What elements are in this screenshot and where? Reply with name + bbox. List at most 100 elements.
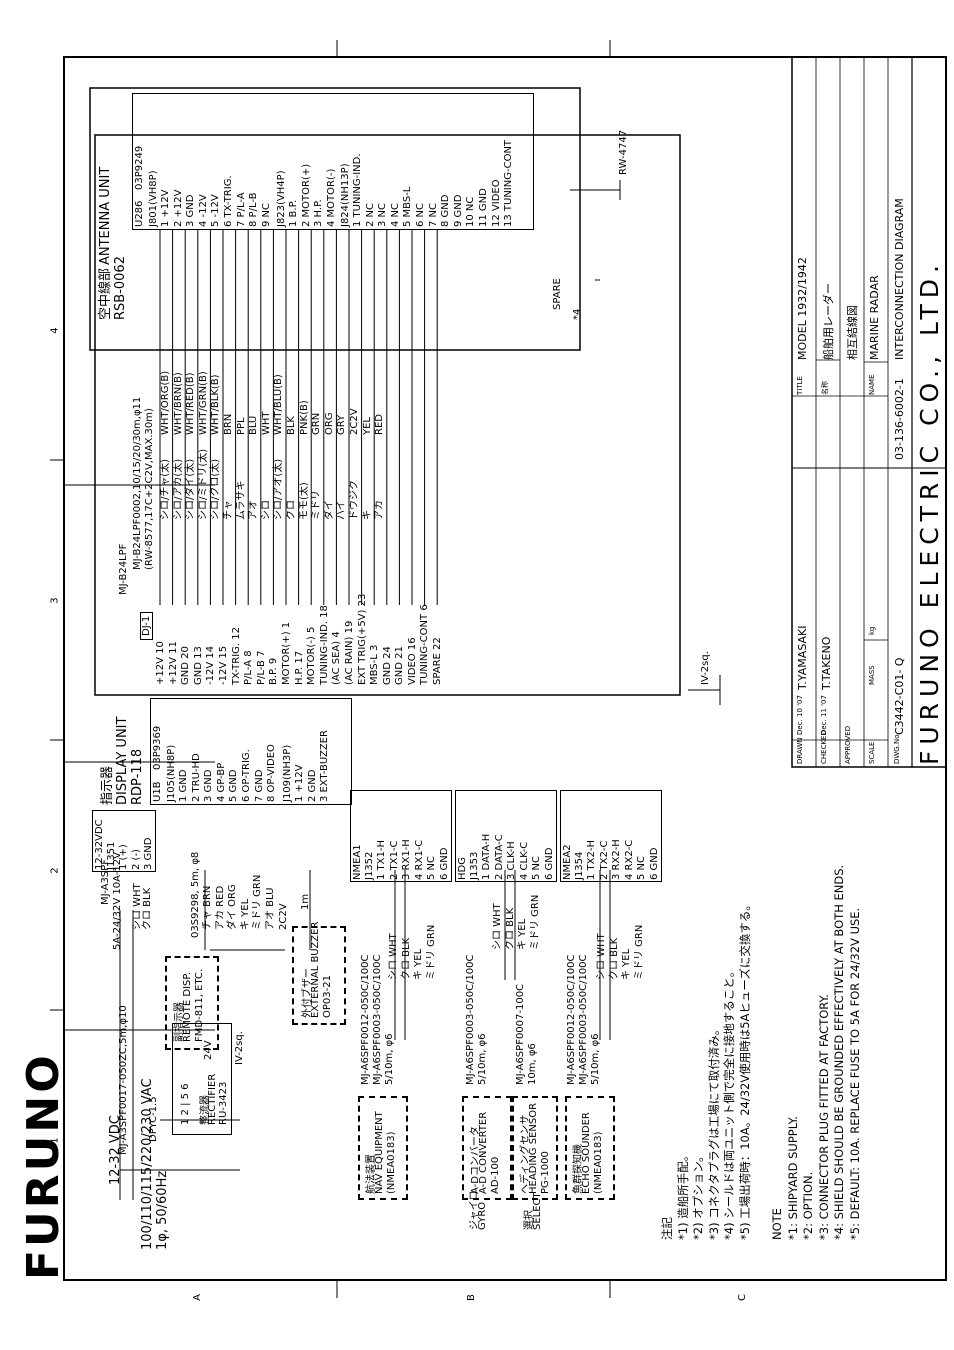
cable-color-en: YEL <box>361 417 373 435</box>
nav-cable-3: 5/10m, φ6 <box>384 1033 395 1085</box>
main-cable-name: MJ-B24LPF0002,10/15/20/30m,φ11 <box>132 396 143 570</box>
tb-name-jp: 船舶用レーダー <box>822 283 835 360</box>
rectifier-ground: IV-2sq. <box>234 1031 245 1065</box>
note-jp-line: *2) オプション。 <box>691 1150 705 1240</box>
j823-label: J823(VH4P) <box>276 170 287 227</box>
cable-color-jp: クロ <box>285 500 297 520</box>
tb-mass-unit: kg <box>868 626 876 636</box>
dj1-pin: TUNING-IND. 18 <box>318 605 330 685</box>
nav-std: (NMEA0183) <box>386 1131 397 1194</box>
dj1-pin: +12V 10 <box>155 641 166 685</box>
j823-pin: 3 H.P. <box>313 199 325 227</box>
heading-cable-1: MJ-A6SPF0007-100C <box>515 983 526 1085</box>
note-en-line: *4: SHIELD SHOULD BE GROUNDED EFFECTIVEL… <box>832 864 846 1240</box>
dpyc-label: DPYC-1.5 <box>148 1096 159 1142</box>
select-en: SELECT <box>532 1192 543 1230</box>
display-en: DISPLAY UNIT <box>115 716 130 805</box>
note-en-line: *3: CONNECTOR PLUG FITTED AT FACTORY. <box>816 994 831 1240</box>
j801-pin: 1 +12V <box>160 189 171 228</box>
main-cable-mj: MJ-B24LPF <box>118 543 129 595</box>
j801-pin: 9 NC <box>260 202 272 227</box>
j824-pin: 6 NC <box>414 202 426 227</box>
heading-model: PG-1000 <box>540 1151 551 1194</box>
buzzer-model: OP03-21 <box>322 975 333 1018</box>
remote-model: FMD-811, ETC. <box>194 968 205 1042</box>
cable-color-en: PNK(B) <box>298 400 310 435</box>
dj1-pin: GND 20 <box>180 646 192 685</box>
note-jp-line: *1) 造船所手配。 <box>675 1149 690 1240</box>
j823-pins: 1 B.P.2 MOTOR(+)3 H.P.4 MOTOR(-) <box>288 164 338 227</box>
cable-color-jp: アカ <box>374 500 386 520</box>
cable-color-en: PPL <box>235 417 247 435</box>
j1353-label: J1353 <box>469 851 480 880</box>
j824-label: J824(NH13P) <box>340 163 351 227</box>
j801-pin: 8 P/L-B <box>248 192 260 227</box>
rectifier-en: RECTIFIER <box>207 1073 218 1125</box>
cable-color-en: 2C2V <box>348 408 360 435</box>
cable-color-en: WHT/BLU(B) <box>273 374 285 435</box>
cable-color-en: WHT/GRN(B) <box>197 371 209 435</box>
note-jp-line: 注記 <box>660 1217 674 1240</box>
company-name: FURUNO ELECTRIC CO., LTD. <box>915 259 944 765</box>
note-en-line: *1: SHIPYARD SUPPLY. <box>785 1116 800 1240</box>
j824-pin: 8 GND <box>440 194 452 227</box>
j1351-rating: 12-32VDC <box>94 819 105 870</box>
tb-name-jp-label: 名称 <box>821 381 829 395</box>
remote-en: REMOTE DISP. <box>182 971 193 1042</box>
tb-checked-label: CHECKED <box>820 730 828 764</box>
j109-label: J109(NH3P) <box>282 744 293 802</box>
power-phase-label: 1φ, 50/60Hz <box>155 1170 170 1250</box>
dj1-pin: (AC RAIN) 19 <box>343 620 355 685</box>
cable-color-jp: シロ/クロ(太) <box>210 458 222 520</box>
tb-title-label: TITLE <box>796 376 804 395</box>
antenna-model: RSB-0062 <box>113 256 128 320</box>
tb-drawn-by: T.YAMASAKI <box>796 625 809 691</box>
cable-color-en: GRY <box>336 414 348 435</box>
antenna-spare: SPARE <box>552 278 563 310</box>
tb-model: MODEL 1932/1942 <box>796 257 809 360</box>
j824-pin: 12 VIDEO <box>490 179 502 227</box>
dj1-pin: VIDEO 16 <box>406 637 418 685</box>
cable-color-en: WHT/RED(B) <box>185 372 197 435</box>
cable-color-jp: アオ <box>248 500 260 520</box>
note-en-line: *2: OPTION. <box>801 1171 815 1240</box>
tb-diagram: INTERCONNECTION DIAGRAM <box>893 198 906 360</box>
j824-pin: 11 GND <box>477 188 489 227</box>
cable-color-jp: シロ/チャ(太) <box>160 458 171 520</box>
nmea1-label: NMEA1 <box>352 844 363 880</box>
main-cable-en-colors: WHT/ORG(B)WHT/BRN(B)WHT/RED(B)WHT/GRN(B)… <box>160 371 387 435</box>
j823-pin: 1 B.P. <box>288 199 299 227</box>
adc-en: A-D CONVERTER <box>478 1111 489 1194</box>
j801-pin: 2 +12V <box>172 189 184 228</box>
tb-name-label: NAME <box>868 374 876 396</box>
power-wire-blk: クロ BLK <box>142 887 153 930</box>
cable-color-en: WHT/BRN(B) <box>172 372 184 435</box>
j801-pin: 6 TX-TRIG. <box>222 175 234 227</box>
j824-pin: 4 NC <box>389 202 401 227</box>
dj1-pin: EXT TRIG(+5V) 23 <box>356 593 368 685</box>
dj1-pin: GND 24 <box>381 646 393 685</box>
j824-pin: 7 NC <box>427 202 439 227</box>
cable-color-jp: ドウジク <box>348 480 360 520</box>
buzzer-length: 1m <box>300 893 311 910</box>
cable-color-jp: シロ/アオ(太) <box>273 458 285 520</box>
dj1-pin: GND 13 <box>192 646 204 685</box>
u1b-board-no: 03P9369 <box>152 725 163 770</box>
cable-color-jp: シロ <box>260 500 272 520</box>
nav-cable-1: MJ-A6SPF0012-050C/100C <box>360 954 371 1085</box>
dj1-pin: TX-TRIG. 12 <box>230 627 242 685</box>
antenna-shield-note: *4 <box>572 308 583 320</box>
rectifier-terminals: 1 2 | 5 6 <box>180 1083 191 1125</box>
j824-pin: 2 NC <box>364 202 376 227</box>
dj1-pin: (AC SEA) 4 <box>331 631 343 685</box>
dj1-pin: H.P. 17 <box>293 650 305 685</box>
j1351-pins: 1 (+)2 (-)3 GND <box>118 837 155 870</box>
cable-color-en: WHT/BLK(B) <box>210 374 222 435</box>
main-cable-sub: (RW-8577,17C+2C2V,MAX.30m) <box>144 408 155 570</box>
note-jp-line: *3) コネクタプラグは工場にて取付済み。 <box>706 1023 721 1240</box>
tb-approved-label: APPROVED <box>844 725 852 764</box>
gyro-en: GYRO <box>477 1201 488 1230</box>
